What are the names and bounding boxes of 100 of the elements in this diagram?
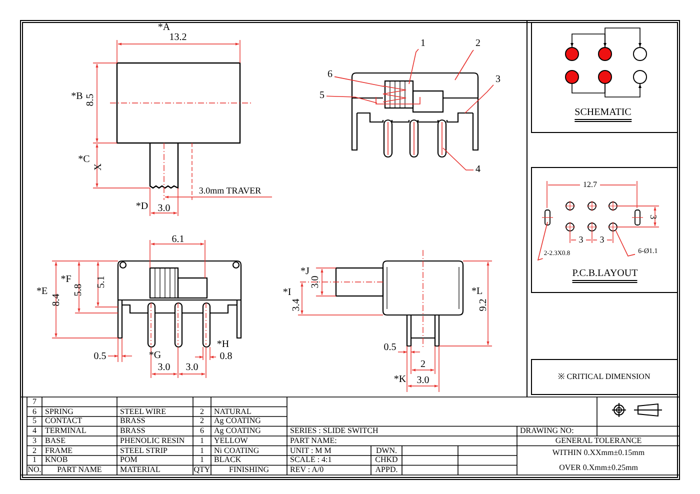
- title-block-entry: 5: [32, 417, 36, 426]
- title-block-entry: MATERIAL: [120, 466, 160, 474]
- dimension-value: 3.0: [311, 276, 321, 288]
- connector-line: [408, 48, 419, 84]
- dimension-value: 12.7: [583, 181, 597, 189]
- connector-line: [334, 76, 384, 87]
- spring-drawing: [382, 86, 406, 102]
- title-block-entry: 4: [32, 427, 36, 436]
- travel-note: 3.0mm TRAVER: [198, 186, 262, 196]
- callout-number: 4: [474, 164, 482, 176]
- callout-number: 6: [326, 69, 334, 81]
- title-block-entry: Ni COATING: [214, 446, 260, 455]
- title-block-entry: DRAWING NO:: [520, 427, 574, 436]
- dimension-letter: *K: [394, 375, 406, 385]
- dimension-letter: *E: [36, 287, 48, 297]
- slider-knob: [384, 80, 414, 109]
- connector-line: [572, 84, 606, 94]
- title-block-entry: 6: [200, 427, 204, 436]
- dimension-value: 3.0: [416, 376, 430, 386]
- callout-number: 3: [494, 74, 502, 86]
- title-block-entry: SCALE : 4:1: [290, 456, 332, 464]
- title-block-entry: BRASS: [120, 417, 146, 426]
- dimension-letter: *A: [158, 23, 170, 33]
- title-block-entry: SPRING: [45, 408, 74, 416]
- note-text: ※ CRITICAL DIMENSION: [558, 373, 650, 381]
- title-block-entry: QTY: [194, 466, 210, 474]
- terminal-pins: [383, 119, 447, 158]
- title-block-entry: STEEL WIRE: [120, 408, 166, 416]
- dimension-value: 8.4: [52, 294, 62, 306]
- dimension-letter: *H: [216, 340, 230, 350]
- dimension-value: 3.0: [158, 363, 170, 373]
- title-block-entry: 1: [200, 456, 204, 464]
- title-block-entry: PART NAME:: [290, 436, 337, 445]
- connector-line: [604, 84, 642, 98]
- title-block-entry: 1: [32, 456, 36, 464]
- dimension-letter: *I: [282, 288, 292, 298]
- dimension-value: 5.1: [97, 276, 107, 288]
- connector-line: [442, 148, 474, 170]
- dimension-letter: *C: [78, 155, 90, 165]
- callout-number: 5: [318, 90, 326, 102]
- title-block-entry: REV : A/0: [290, 466, 324, 474]
- title-block-entry: 2: [200, 408, 204, 416]
- panel-title: SCHEMATIC: [574, 108, 632, 122]
- connector-line: [615, 230, 636, 256]
- switch-base: [351, 96, 479, 123]
- dimension-value: 3: [578, 236, 584, 244]
- dimension-letter: *B: [71, 92, 83, 102]
- dimension-value: 6.1: [172, 235, 184, 245]
- dimension-value: 3: [648, 214, 658, 220]
- dimension-value: 0.8: [220, 352, 232, 362]
- title-block-entry: NATURAL: [214, 408, 252, 416]
- connector-line: [570, 34, 606, 48]
- title-block-entry: 3: [32, 436, 36, 445]
- title-block-entry: STEEL STRIP: [120, 446, 168, 455]
- callout-number: 1: [418, 38, 428, 50]
- title-block-entry: 1: [200, 436, 204, 445]
- dimension-value: X: [94, 163, 104, 171]
- dimension-letter: *F: [60, 275, 72, 285]
- title-block-entry: PHENOLIC RESIN: [120, 436, 185, 445]
- title-block-entry: GENERAL TOLERANCE: [555, 436, 642, 445]
- title-block-entry: FINISHING: [229, 466, 269, 474]
- dimension-letter: *J: [300, 267, 310, 277]
- title-block-entry: POM: [120, 456, 138, 464]
- dimension-value: 13.2: [169, 33, 187, 43]
- dimension-value: 5.8: [74, 284, 84, 296]
- connector-line: [464, 84, 494, 114]
- dimension-value: 0.5: [384, 343, 396, 353]
- pin-hole: [608, 222, 618, 232]
- connector-line: [326, 96, 378, 104]
- connector-line: [537, 222, 548, 261]
- dimension-value: 3.4: [292, 298, 302, 312]
- title-block-entry: BLACK: [214, 456, 242, 464]
- title-block-entry: 7: [32, 398, 36, 406]
- title-block-entry: UNIT : M M: [290, 446, 332, 455]
- title-block-entry: KNOB: [45, 456, 68, 464]
- title-block-entry: Ag COATING: [214, 427, 261, 436]
- title-block-entry: BRASS: [120, 427, 146, 436]
- title-block-entry: YELLOW: [214, 436, 248, 445]
- title-block-entry: 1: [200, 446, 204, 455]
- dimension-letter: *D: [136, 202, 148, 212]
- dimension-letter: *L: [471, 287, 483, 297]
- dimension-value: 2: [420, 360, 426, 370]
- title-block-entry: CHKD: [375, 456, 398, 464]
- dimension-value: 3.0: [186, 363, 198, 373]
- title-block-entry: Ag COATING: [214, 417, 261, 426]
- title-block-entry: NO.: [28, 466, 42, 474]
- title-block-entry: WITHIN 0.XXmm±0.15mm: [552, 449, 645, 458]
- connector-line: [604, 28, 642, 48]
- dimension-value: 9.2: [479, 298, 489, 312]
- dimension-value: 8.5: [86, 94, 96, 106]
- dimension-value: 3: [600, 236, 604, 244]
- dimension-value: 0.5: [94, 352, 106, 362]
- title-block-entry: CONTACT: [45, 417, 82, 426]
- title-block-entry: FRAME: [45, 446, 73, 455]
- title-block-entry: 2: [32, 446, 36, 455]
- title-block-entry: DWN.: [376, 446, 398, 455]
- panel-title: P.C.B.LAYOUT: [572, 269, 638, 283]
- mounting-slot: [542, 210, 554, 226]
- connector-line: [454, 50, 474, 80]
- title-block-entry: SERIES : SLIDE SWITCH: [290, 427, 378, 436]
